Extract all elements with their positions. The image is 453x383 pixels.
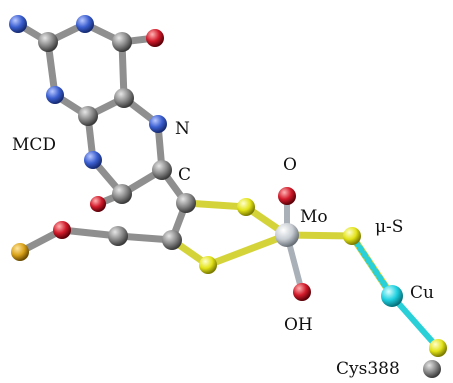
atom-carbon [112, 32, 132, 52]
atom-oxygen [278, 187, 296, 205]
atom-carbon [112, 184, 132, 204]
atom-nitrogen [76, 15, 94, 33]
atom-carbon [162, 230, 182, 250]
atom-nitrogen [149, 115, 167, 133]
bond [182, 199, 250, 211]
bond [389, 293, 441, 351]
atom-phosphorus [11, 243, 29, 261]
atom-carbon [176, 193, 196, 213]
label-o: O [283, 155, 297, 175]
bond [204, 231, 291, 269]
bond [349, 233, 395, 299]
atom-nitrogen [46, 86, 64, 104]
bonds [14, 20, 441, 351]
label-cu: Cu [410, 283, 434, 303]
label-n: N [175, 119, 190, 139]
label-cys388: Cys388 [336, 359, 400, 379]
atom-oxygen [53, 221, 71, 239]
atoms [9, 15, 447, 378]
atom-sulfur [343, 227, 361, 245]
atom-copper [381, 285, 403, 307]
atom-carbon [114, 88, 134, 108]
label-mo: Mo [300, 207, 328, 227]
atom-nitrogen [9, 15, 27, 33]
atom-carbon [152, 160, 172, 180]
label-oh: OH [284, 315, 313, 335]
atom-molybdenum [275, 223, 299, 247]
atom-oxygen [146, 29, 164, 47]
atom-oxygen [293, 283, 311, 301]
atom-carbon [423, 360, 441, 378]
atom-carbon [78, 106, 98, 126]
atom-carbon [38, 32, 58, 52]
atom-nitrogen [84, 151, 102, 169]
label-mu-s: μ-S [375, 217, 403, 237]
atom-carbon [108, 226, 128, 246]
atom-sulfur [429, 339, 447, 357]
atom-sulfur [237, 198, 255, 216]
labels: MCD N C O Mo μ-S Cu OH Cys388 [12, 119, 434, 379]
label-mcd: MCD [12, 135, 56, 155]
atom-sulfur [199, 256, 217, 274]
atom-oxygen [90, 196, 106, 212]
label-c: C [178, 165, 191, 185]
